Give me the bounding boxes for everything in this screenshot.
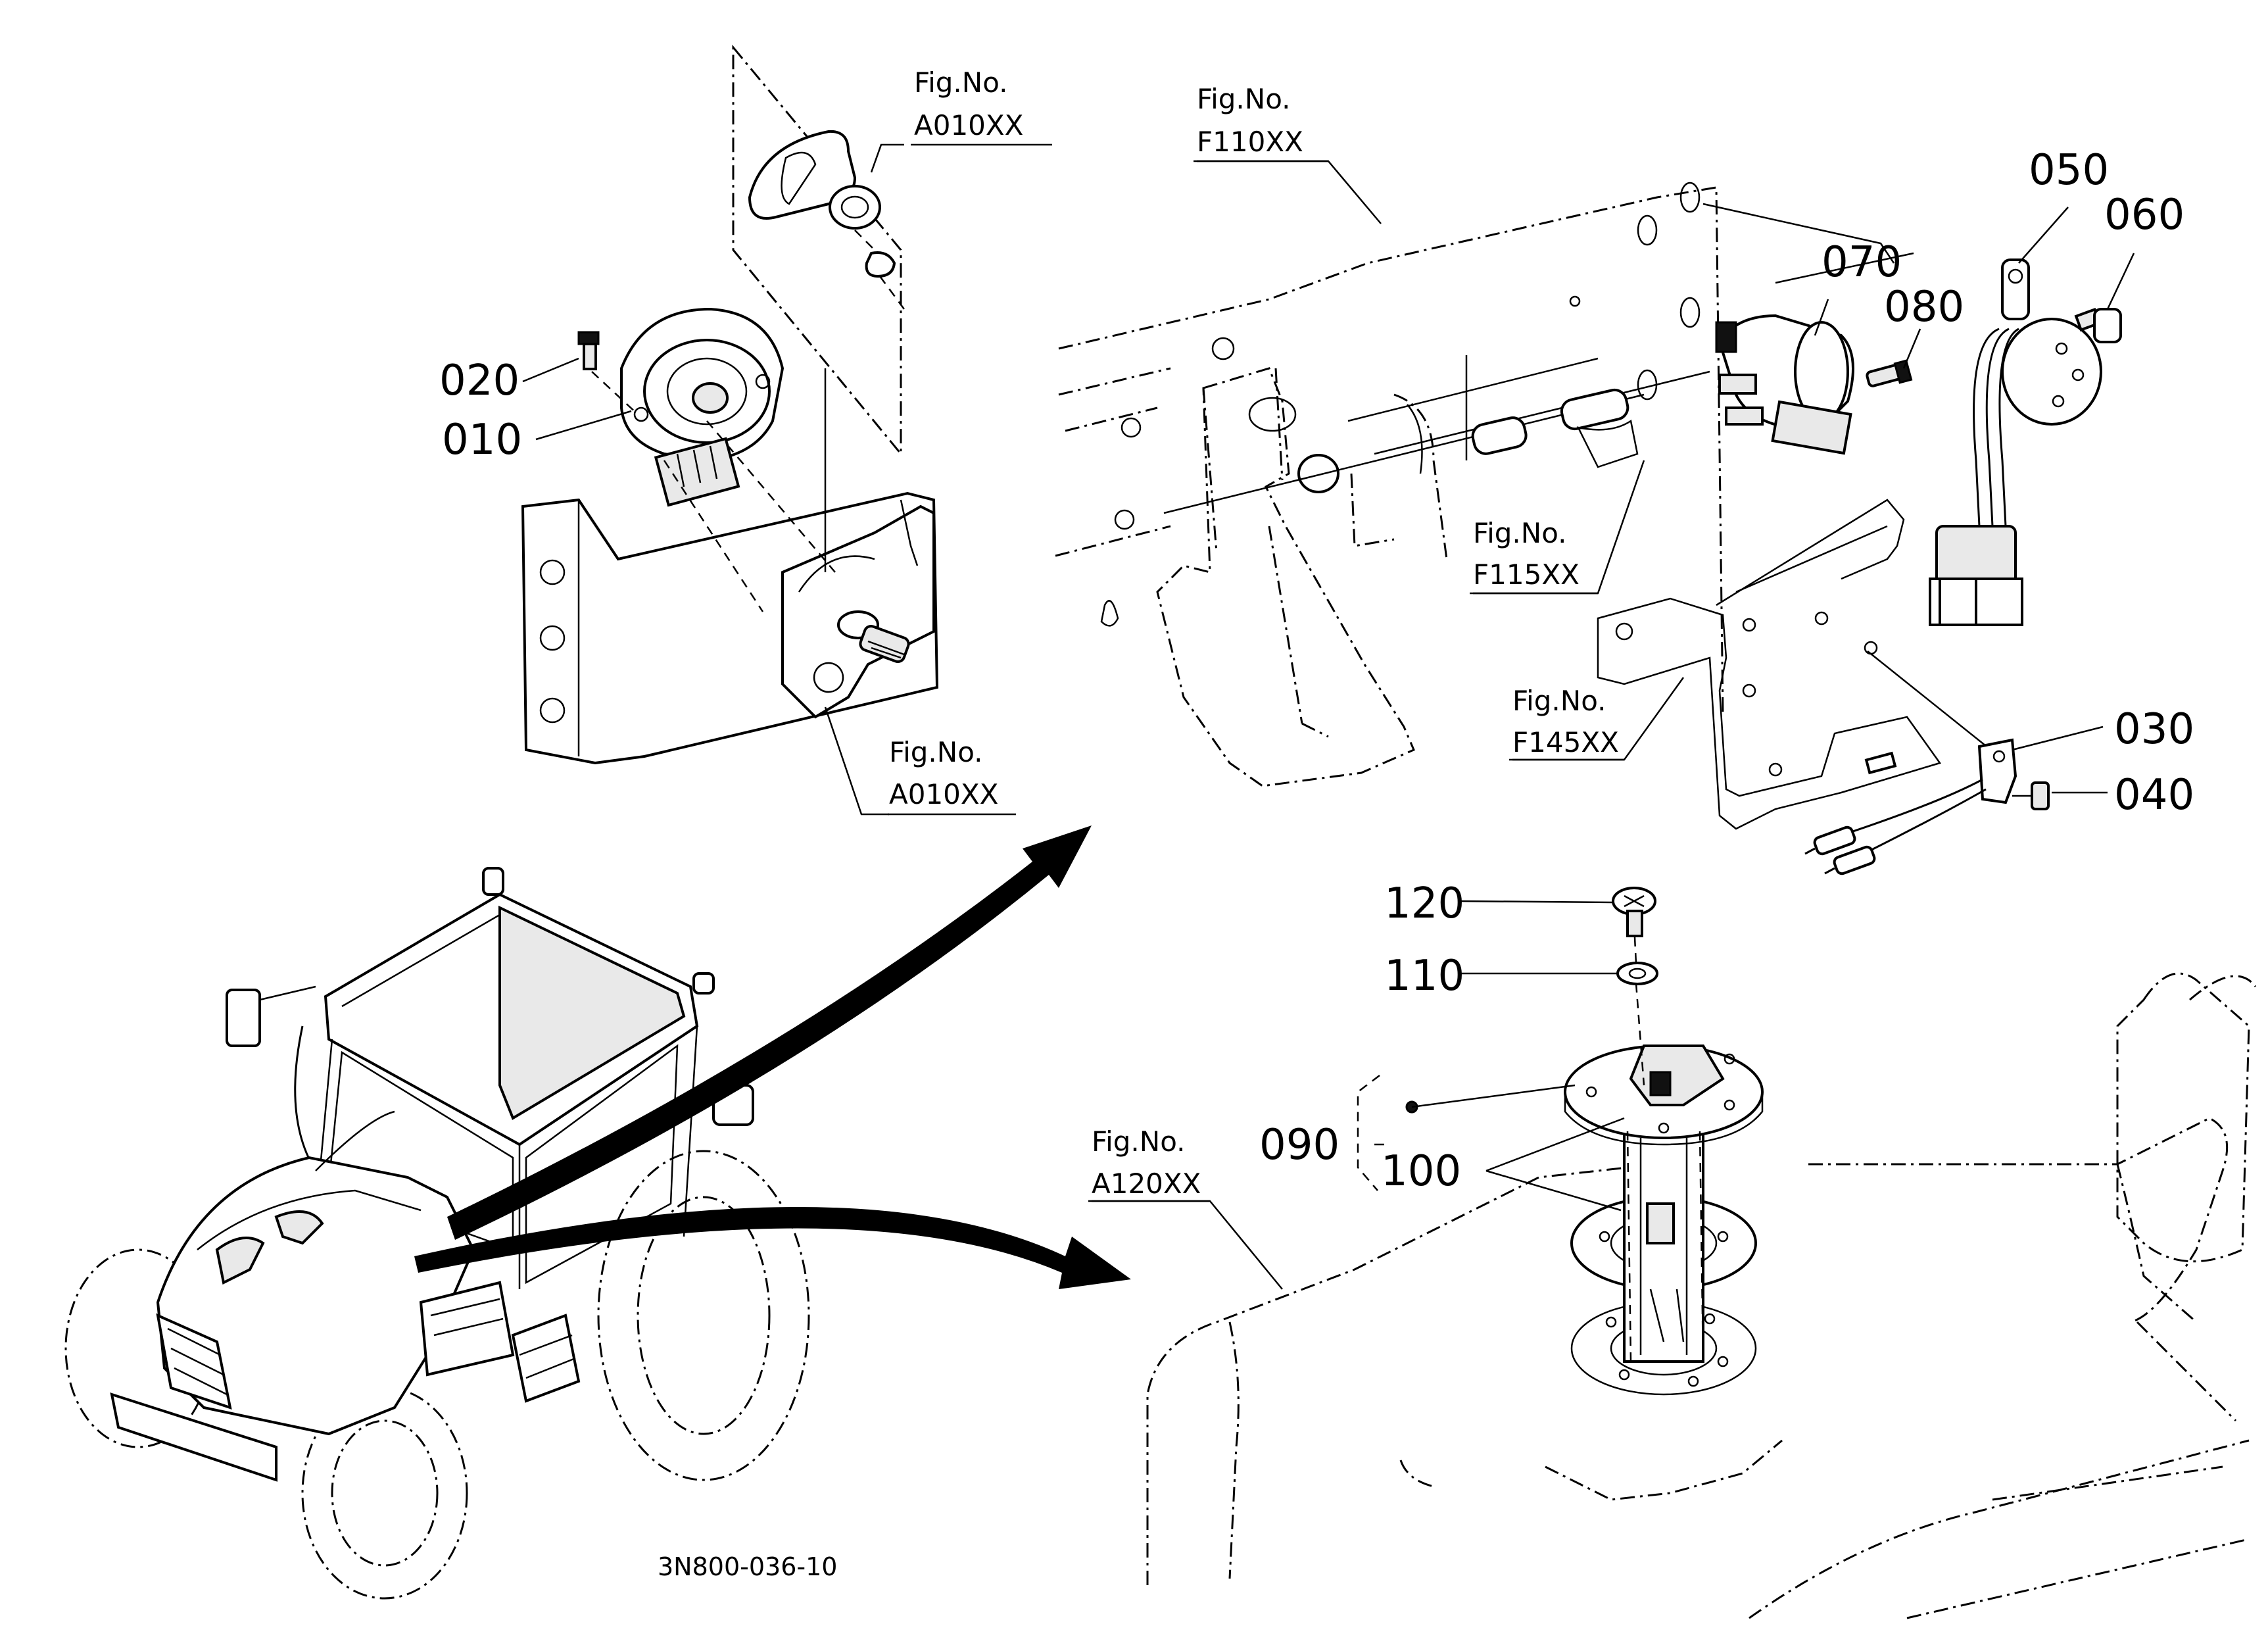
figure-reference-f110xx: Fig.No. F110XX bbox=[1194, 83, 1328, 162]
fig-ref-line2: F115XX bbox=[1473, 558, 1580, 591]
tractor-overview bbox=[64, 867, 810, 1600]
fuel-gauge-assembly bbox=[1146, 887, 2257, 1619]
figure-reference-a120xx: Fig.No. A120XX bbox=[1088, 1125, 1210, 1202]
fig-ref-line2: A010XX bbox=[889, 778, 998, 810]
fig-ref-line2: F110XX bbox=[1197, 126, 1303, 158]
fig-ref-line2: F145XX bbox=[1512, 726, 1619, 758]
part-number-030: 030 bbox=[2114, 705, 2194, 754]
accelerator-sensor-assembly bbox=[521, 44, 939, 765]
part-number-010: 010 bbox=[442, 416, 522, 464]
part-number-050: 050 bbox=[2029, 146, 2109, 195]
part-number-callouts: 010 020 030 040 050 060 070 080 090 100 … bbox=[439, 146, 2194, 1196]
part-number-070: 070 bbox=[1822, 238, 1902, 287]
part-number-020: 020 bbox=[439, 356, 519, 405]
fig-ref-line1: Fig.No. bbox=[914, 66, 1008, 99]
part-number-080: 080 bbox=[1884, 283, 1964, 332]
fig-ref-line1: Fig.No. bbox=[1197, 83, 1291, 115]
part-number-120: 120 bbox=[1384, 879, 1464, 928]
figure-reference-f115xx: Fig.No. F115XX bbox=[1470, 517, 1598, 595]
fig-ref-line1: Fig.No. bbox=[1092, 1125, 1186, 1158]
part-number-100: 100 bbox=[1381, 1147, 1461, 1196]
part-number-090: 090 bbox=[1259, 1121, 1339, 1169]
fig-ref-line1: Fig.No. bbox=[1473, 517, 1567, 549]
fig-ref-line1: Fig.No. bbox=[1512, 685, 1606, 717]
fig-ref-line2: A120XX bbox=[1092, 1168, 1201, 1200]
part-number-110: 110 bbox=[1384, 952, 1464, 1000]
arrow-to-pedal-assembly bbox=[447, 825, 1092, 1240]
pedal-bracket-assembly bbox=[1055, 182, 2122, 875]
figure-reference-a010xx-bottom: Fig.No. A010XX bbox=[888, 736, 1016, 816]
part-number-060: 060 bbox=[2104, 191, 2184, 239]
fig-ref-line1: Fig.No. bbox=[889, 736, 983, 768]
part-number-040: 040 bbox=[2114, 771, 2194, 820]
figure-reference-a010xx-top: Fig.No. A010XX bbox=[911, 66, 1052, 146]
drawing-code: 3N800-036-10 bbox=[658, 1552, 837, 1581]
figure-reference-f145xx: Fig.No. F145XX bbox=[1509, 685, 1624, 761]
fig-ref-line2: A010XX bbox=[914, 109, 1023, 141]
arrow-to-fuel-assembly bbox=[414, 1207, 1131, 1289]
pointer-arrows bbox=[414, 825, 1131, 1289]
